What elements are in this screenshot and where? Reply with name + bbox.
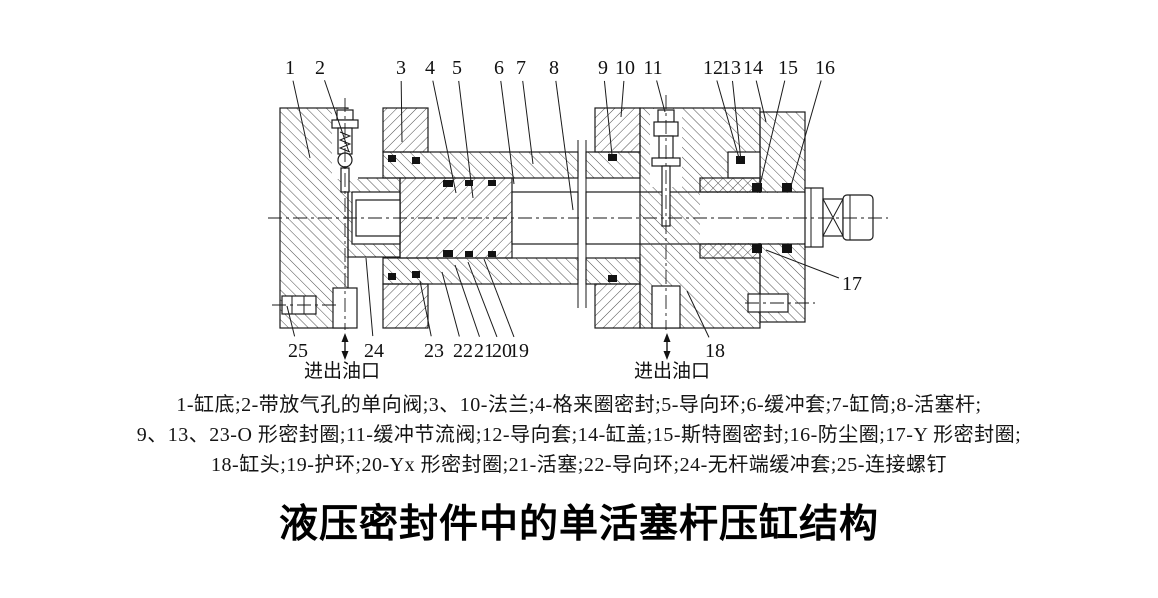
legend-line: 18-缸头;19-护环;20-Yx 形密封圈;21-活塞;22-导向环;24-无… <box>211 454 947 476</box>
callout-number-12: 12 <box>703 57 723 79</box>
callout-number-18: 18 <box>705 340 725 362</box>
callout-number-14: 14 <box>743 57 763 79</box>
seal-ring <box>412 157 420 164</box>
leader-line <box>286 305 296 337</box>
oil-port-label: 进出油口 <box>304 360 380 382</box>
seal-ring <box>412 271 420 278</box>
callout-number-24: 24 <box>364 340 384 362</box>
oil-port-2: 进出油口 <box>634 333 710 382</box>
parts-legend: 1-缸底;2-带放气孔的单向阀;3、10-法兰;4-格来圈密封;5-导向环;6-… <box>0 390 1158 480</box>
leader-line <box>467 261 498 338</box>
callout-number-1: 1 <box>285 57 295 79</box>
leader-line <box>500 80 515 185</box>
callout-number-9: 9 <box>598 57 608 79</box>
callout-number-17: 17 <box>842 273 862 295</box>
break-lines <box>577 140 587 308</box>
leader-line <box>454 264 480 337</box>
callout-number-13: 13 <box>721 57 741 79</box>
callout-number-19: 19 <box>509 340 529 362</box>
leader-line <box>483 258 515 338</box>
leader-line <box>755 80 767 123</box>
leader-line <box>441 271 460 337</box>
callout-number-22: 22 <box>453 340 473 362</box>
leader-line <box>400 80 403 143</box>
leader-line <box>555 80 574 211</box>
callout-number-6: 6 <box>494 57 504 79</box>
callout-number-11: 11 <box>643 57 662 79</box>
seal-ring <box>388 273 396 280</box>
leader-line <box>603 80 613 156</box>
leader-line <box>458 80 474 199</box>
leader-line <box>731 80 742 162</box>
leader-line <box>790 80 822 187</box>
cylinder-drawing <box>268 95 888 330</box>
port-layer: 进出油口 进出油口 <box>304 333 710 382</box>
rod-end-nut <box>804 187 874 248</box>
leader-line <box>432 80 457 194</box>
leader-line <box>292 80 311 159</box>
callout-number-21: 21 <box>474 340 494 362</box>
callout-number-10: 10 <box>615 57 635 79</box>
leader-line <box>765 249 840 279</box>
callout-number-4: 4 <box>425 57 435 79</box>
callout-number-7: 7 <box>516 57 526 79</box>
leader-line <box>419 280 432 337</box>
leader-line <box>365 257 374 337</box>
callout-number-23: 23 <box>424 340 444 362</box>
leader-line <box>686 290 710 338</box>
legend-line: 9、13、23-O 形密封圈;11-缓冲节流阀;12-导向套;14-缸盖;15-… <box>136 424 1022 446</box>
leader-line <box>324 80 350 153</box>
leader-line <box>716 80 740 159</box>
callout-number-8: 8 <box>549 57 559 79</box>
seal-ring <box>388 155 396 162</box>
callout-number-16: 16 <box>815 57 835 79</box>
leader-line <box>620 80 625 118</box>
callout-number-20: 20 <box>492 340 512 362</box>
leader-line <box>656 80 666 113</box>
callout-number-15: 15 <box>778 57 798 79</box>
oil-port-label: 进出油口 <box>634 360 710 382</box>
figure-title: 液压密封件中的单活塞杆压缸结构 <box>278 503 879 546</box>
leader-line <box>522 80 534 165</box>
legend-line: 1-缸底;2-带放气孔的单向阀;3、10-法兰;4-格来圈密封;5-导向环;6-… <box>176 394 982 416</box>
callout-number-2: 2 <box>315 57 325 79</box>
leader-line <box>759 80 786 186</box>
callout-number-3: 3 <box>396 57 406 79</box>
flanges <box>382 107 641 329</box>
oil-port-1: 进出油口 <box>304 333 380 382</box>
callout-number-25: 25 <box>288 340 308 362</box>
callout-number-5: 5 <box>452 57 462 79</box>
